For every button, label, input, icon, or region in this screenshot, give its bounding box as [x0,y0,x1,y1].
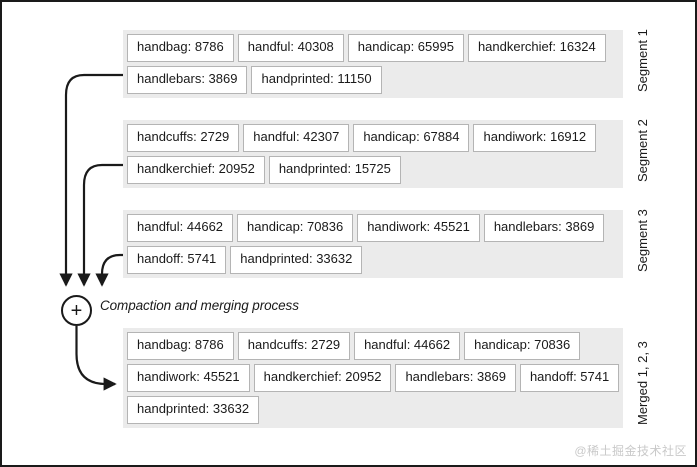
term-chip: handicap: 67884 [353,124,470,152]
term-chip: handkerchief: 16324 [467,34,606,62]
term-chip: handlebars: 3869 [127,65,248,94]
term-chip: handprinted: 15725 [268,155,401,184]
chip-row: handprinted: 33632 [127,395,619,424]
term-chip: handprinted: 33632 [230,245,363,274]
chip-row: handkerchief: 20952 handprinted: 15725 [127,155,619,184]
chip-row: handlebars: 3869 handprinted: 11150 [127,65,619,94]
arrow-segment1-to-merge [59,73,123,287]
merged-side-label: Merged 1, 2, 3 [635,341,650,425]
term-chip: handiwork: 45521 [127,363,250,392]
chip-row: handcuffs: 2729 handful: 42307 handicap:… [127,124,619,152]
term-chip: handiwork: 16912 [473,124,597,152]
merge-node: + [61,295,92,326]
chip-row: handbag: 8786 handcuffs: 2729 handful: 4… [127,332,619,360]
segment-1-side-label: Segment 1 [635,29,650,92]
term-chip: handicap: 65995 [347,34,464,62]
chip-row: handiwork: 45521 handkerchief: 20952 han… [127,363,620,392]
segment-3-group: handful: 44662 handicap: 70836 handiwork… [123,210,623,278]
segment-2-side-label: Segment 2 [635,119,650,182]
merged-group: handbag: 8786 handcuffs: 2729 handful: 4… [123,328,623,428]
arrow-segment3-to-merge [95,253,123,287]
term-chip: handprinted: 11150 [251,65,382,94]
plus-icon: + [70,299,83,322]
term-chip: handcuffs: 2729 [237,332,351,360]
term-chip: handbag: 8786 [127,332,234,360]
term-chip: handlebars: 3869 [483,214,605,242]
term-chip: handicap: 70836 [237,214,354,242]
watermark: @稀土掘金技术社区 [574,444,687,458]
arrow-merge-to-merged-output [75,326,117,391]
term-chip: handoff: 5741 [127,245,227,274]
arrow-segment2-to-merge [77,163,123,287]
term-chip: handful: 44662 [127,214,234,242]
segment-3-side-label: Segment 3 [635,209,650,272]
term-chip: handprinted: 33632 [127,395,260,424]
term-chip: handful: 44662 [354,332,461,360]
segment-1-group: handbag: 8786 handful: 40308 handicap: 6… [123,30,623,98]
term-chip: handbag: 8786 [127,34,234,62]
process-label: Compaction and merging process [100,298,299,313]
term-chip: handiwork: 45521 [357,214,480,242]
term-chip: handful: 40308 [237,34,344,62]
term-chip: handlebars: 3869 [395,363,516,392]
term-chip: handicap: 70836 [464,332,581,360]
term-chip: handful: 42307 [243,124,350,152]
term-chip: handkerchief: 20952 [127,155,265,184]
term-chip: handoff: 5741 [519,363,620,392]
term-chip: handcuffs: 2729 [127,124,240,152]
segment-2-group: handcuffs: 2729 handful: 42307 handicap:… [123,120,623,188]
chip-row: handful: 44662 handicap: 70836 handiwork… [127,214,619,242]
term-chip: handkerchief: 20952 [253,363,392,392]
chip-row: handbag: 8786 handful: 40308 handicap: 6… [127,34,619,62]
chip-row: handoff: 5741 handprinted: 33632 [127,245,619,274]
